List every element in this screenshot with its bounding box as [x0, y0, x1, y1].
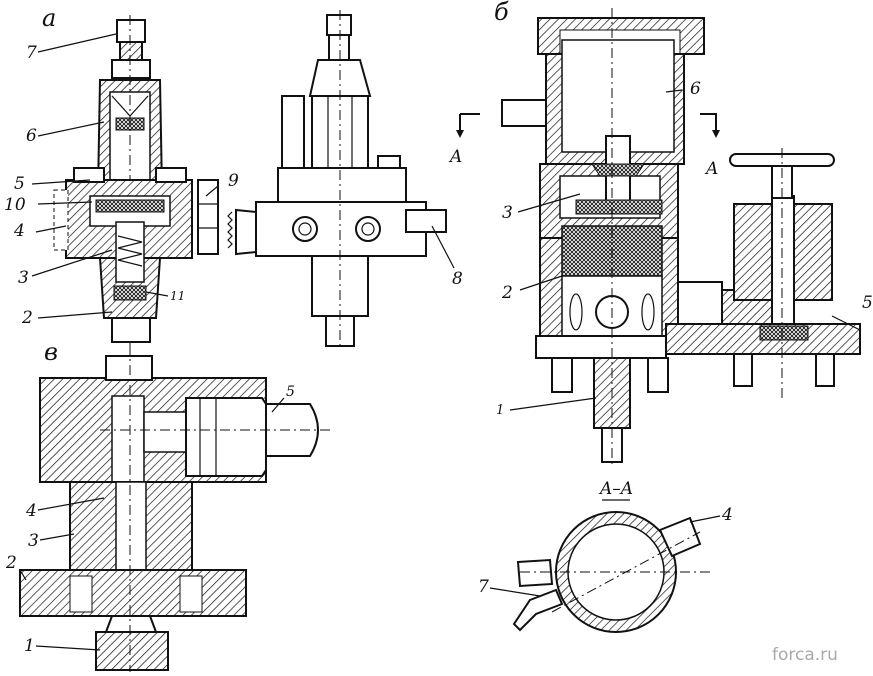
callout-v-5: 5: [286, 384, 295, 400]
callout-a-11: 11: [170, 289, 185, 303]
section-arrow-left-label: A: [448, 147, 462, 167]
callout-a-4: 4: [13, 221, 25, 241]
callout-a-7: 7: [26, 43, 37, 63]
callout-b-2: 2: [501, 283, 513, 303]
callout-b-3: 3: [502, 203, 513, 223]
callout-v-2: 2: [5, 553, 17, 573]
section-arrow-right-label: A: [704, 159, 718, 179]
view-a-exterior: [227, 10, 447, 350]
callout-v-3: 3: [28, 531, 39, 551]
callout-a-3: 3: [18, 268, 29, 288]
view-v-section: [19, 345, 330, 672]
callout-a-5: 5: [14, 174, 25, 194]
view-letter-a: а: [42, 4, 56, 32]
callout-section-7: 7: [478, 577, 489, 597]
leader-lines: [19, 33, 861, 651]
callout-a-6: 6: [26, 126, 37, 146]
callout-b-1: 1: [496, 403, 504, 418]
callout-a-8: 8: [452, 269, 463, 289]
callout-a-2: 2: [21, 308, 33, 328]
section-title: A–A: [598, 479, 633, 499]
section-a-a: [512, 511, 712, 633]
callout-section-4: 4: [721, 505, 733, 525]
watermark: forca.ru: [772, 645, 838, 665]
view-letter-v: в: [44, 338, 58, 366]
callout-b-5: 5: [862, 293, 873, 313]
callout-a-10: 10: [4, 195, 26, 215]
callout-v-1: 1: [24, 636, 35, 656]
callout-a-9: 9: [228, 171, 239, 191]
callout-v-4: 4: [25, 501, 37, 521]
view-letter-b: б: [494, 0, 509, 26]
view-a-section: [53, 15, 219, 345]
callout-b-6: 6: [690, 79, 701, 99]
view-b-section: [456, 8, 861, 468]
